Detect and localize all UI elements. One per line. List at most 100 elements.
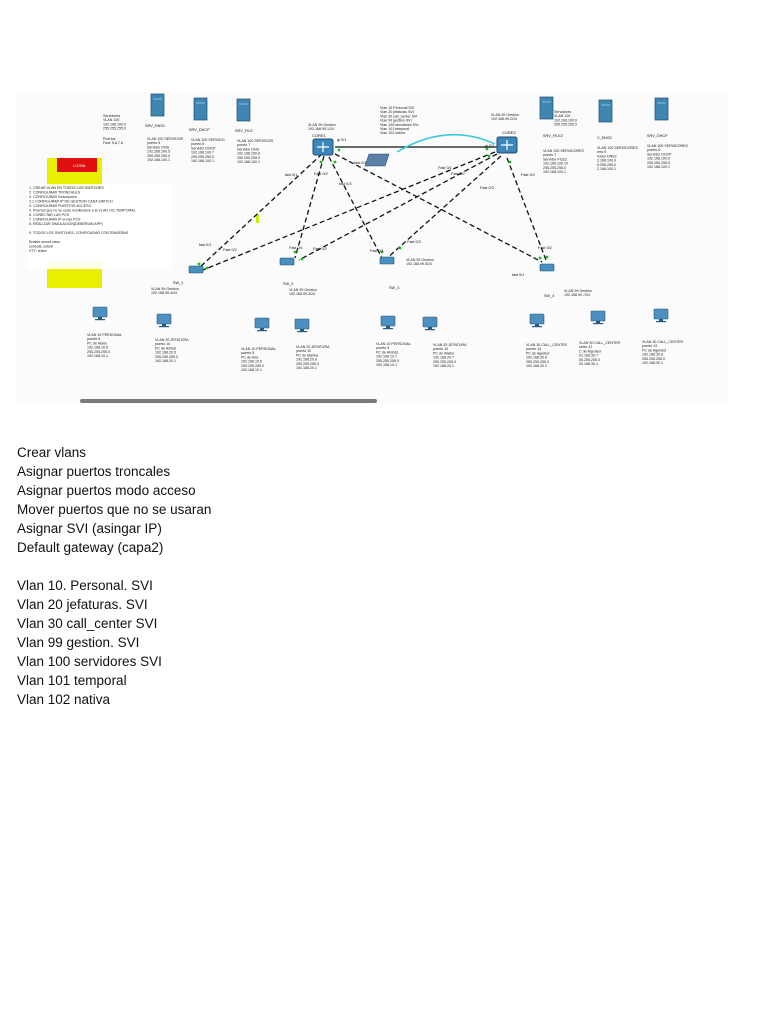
port-label: Fast 0/2 bbox=[538, 246, 552, 250]
pc-label: 192.168.10.1 bbox=[241, 368, 262, 372]
pc-icon[interactable] bbox=[590, 310, 606, 325]
login-box bbox=[57, 158, 97, 172]
task-item: 6. CONECTAR LAS PCS bbox=[29, 213, 70, 217]
switch-label: 192.168.99.7/24 bbox=[564, 293, 590, 297]
link-core2-sw3 bbox=[384, 155, 502, 261]
server-label: 255.255.255.0 bbox=[647, 161, 670, 165]
server-srv-dhcp[interactable] bbox=[193, 97, 208, 121]
pc-label: PC de Marina bbox=[296, 353, 318, 357]
servers-info-line: Servidores bbox=[554, 110, 571, 114]
server-v-dns2[interactable] bbox=[598, 99, 613, 123]
green-marker bbox=[256, 214, 259, 223]
pc-icon[interactable] bbox=[294, 318, 310, 333]
server-label: VLAN 100 SERVIDORES bbox=[543, 149, 584, 153]
note-vlan: Vlan 20 jefaturas. SVI bbox=[17, 597, 148, 612]
task-list-box bbox=[27, 184, 171, 269]
pc-label: PC de Agerted bbox=[526, 351, 549, 355]
core1-label: 192.168.99.1/24 bbox=[308, 127, 334, 131]
pc-label: 92.168.30.1 bbox=[579, 362, 598, 366]
pc-label: 192.168.20.5 bbox=[155, 351, 176, 355]
servers-info-line: 255.255.255.0 bbox=[554, 123, 577, 127]
switch-label: 192.168.99.5/24 bbox=[406, 262, 432, 266]
server-srv-file2[interactable] bbox=[539, 96, 554, 120]
port-label: Fast 0/4 bbox=[521, 173, 535, 177]
link-core2-sw2 bbox=[298, 153, 498, 261]
switch-name: SW_1 bbox=[173, 281, 183, 285]
horizontal-scrollbar[interactable] bbox=[80, 399, 377, 403]
pc-icon[interactable] bbox=[380, 315, 396, 330]
server-label: VLAN 100 SERVIDOR bbox=[237, 139, 273, 143]
note-step: Asignar puertos modo acceso bbox=[17, 483, 196, 498]
core2-switch[interactable] bbox=[496, 136, 518, 154]
port-label: fast 0/1 bbox=[512, 273, 524, 277]
switch-sw4[interactable] bbox=[539, 263, 555, 272]
switch-sw2[interactable] bbox=[279, 257, 295, 266]
port-label: Fast 0/1 bbox=[438, 166, 452, 170]
core1-switch[interactable] bbox=[312, 138, 334, 156]
pc-label: VLAN 10 PERSONAL bbox=[87, 333, 122, 337]
task-item: consola: estudi bbox=[29, 245, 53, 249]
server-label: 2.168.100.9 bbox=[597, 159, 616, 163]
server-name: V_DNS2 bbox=[597, 136, 612, 140]
port-label: Fast 0/2 bbox=[451, 172, 465, 176]
laptop-icon[interactable] bbox=[364, 153, 390, 167]
pc-label: PC de Anibal bbox=[155, 346, 176, 350]
server-srv-dns1[interactable] bbox=[150, 93, 165, 117]
pc-label: PC de Walter bbox=[433, 351, 455, 355]
vlan-note-line: Vlan 102 nativa bbox=[380, 131, 405, 135]
server-label: VLAN 100 SERVIDORES bbox=[647, 144, 688, 148]
server-label: 255.255.255.0 bbox=[237, 156, 260, 160]
pc-label: 255.255.255.0 bbox=[87, 350, 110, 354]
pc-label: VLAN 10 PERSONAL bbox=[376, 342, 411, 346]
port-label: fast 0/1 bbox=[199, 243, 211, 247]
note-step: Default gateway (capa2) bbox=[17, 540, 164, 555]
server-label: puerto 6 bbox=[191, 142, 204, 146]
note-step: Asignar puertos troncales bbox=[17, 464, 171, 479]
pc-icon[interactable] bbox=[653, 308, 669, 323]
pc-label: 192.168.20.1 bbox=[155, 359, 176, 363]
note-vlan: Vlan 99 gestion. SVI bbox=[17, 635, 140, 650]
pc-icon[interactable] bbox=[254, 317, 270, 332]
task-item: 4. CONFIGURAR PUERTOS ACCESO bbox=[29, 204, 92, 208]
pc-label: 192.168.20.1 bbox=[296, 366, 317, 370]
pc-label: 55.255.255.0 bbox=[579, 358, 600, 362]
port-label: fast 0/4 bbox=[354, 161, 366, 165]
server-label: puerto 5 bbox=[147, 141, 160, 145]
switch-sw1[interactable] bbox=[188, 265, 204, 274]
pc-label: 192.168.30.8 bbox=[642, 353, 663, 357]
server-name: SRV_DHCP bbox=[189, 128, 210, 132]
server-label: 255.255.255.0 bbox=[191, 155, 214, 159]
pc-label: 192.168.30.1 bbox=[526, 364, 547, 368]
pc-label: puerto 10 bbox=[155, 342, 170, 346]
server-label: 192.168.100.7 bbox=[191, 151, 214, 155]
task-item: 2. CONFIGURAR TRONCALES bbox=[29, 191, 81, 195]
link-core1-sw3 bbox=[328, 156, 383, 259]
server-label: 255.255.255.0 bbox=[147, 154, 170, 158]
server-label: Servidor FILE2 bbox=[543, 157, 567, 161]
server-label: 255.255.255.0 bbox=[543, 166, 566, 170]
switch-label: VLAN 99 Gestion bbox=[151, 287, 179, 291]
server-label: Servidor DNS bbox=[147, 145, 170, 149]
pc-icon[interactable] bbox=[92, 306, 108, 321]
server-label: Servidor DHCP bbox=[191, 146, 216, 150]
port-label: Fast 0/3 bbox=[407, 240, 421, 244]
ports-info-line: Fast: 5,6,7,8 bbox=[103, 141, 123, 145]
server-label: 192.168.100.6 bbox=[647, 157, 670, 161]
pc-label: puerto 10 bbox=[296, 349, 311, 353]
pc-icon[interactable] bbox=[529, 313, 545, 328]
notes-section: Crear vlans Asignar puertos troncales As… bbox=[17, 443, 211, 709]
pc-label: VLAN 30 CALL_CENTER bbox=[642, 340, 684, 344]
server-srv-dhcp[interactable] bbox=[654, 97, 669, 121]
core1-label: VLAN 99 Gestion bbox=[308, 123, 336, 127]
pc-label: 192.168.10.1 bbox=[87, 354, 108, 358]
server-name: SRV_FILE2 bbox=[543, 134, 563, 138]
server-srv-file[interactable] bbox=[236, 98, 251, 122]
pc-icon[interactable] bbox=[156, 313, 172, 328]
vlan-note-line: Vlan 100 servidores SVI bbox=[380, 123, 419, 127]
pc-icon[interactable] bbox=[422, 316, 438, 331]
core1-name: CORE1 bbox=[312, 133, 327, 138]
switch-sw3[interactable] bbox=[379, 256, 395, 265]
task-item: Enable secret cisco bbox=[29, 240, 60, 244]
server-label: erto 5 bbox=[597, 150, 606, 154]
port-label: fast 0/1 bbox=[285, 173, 297, 177]
